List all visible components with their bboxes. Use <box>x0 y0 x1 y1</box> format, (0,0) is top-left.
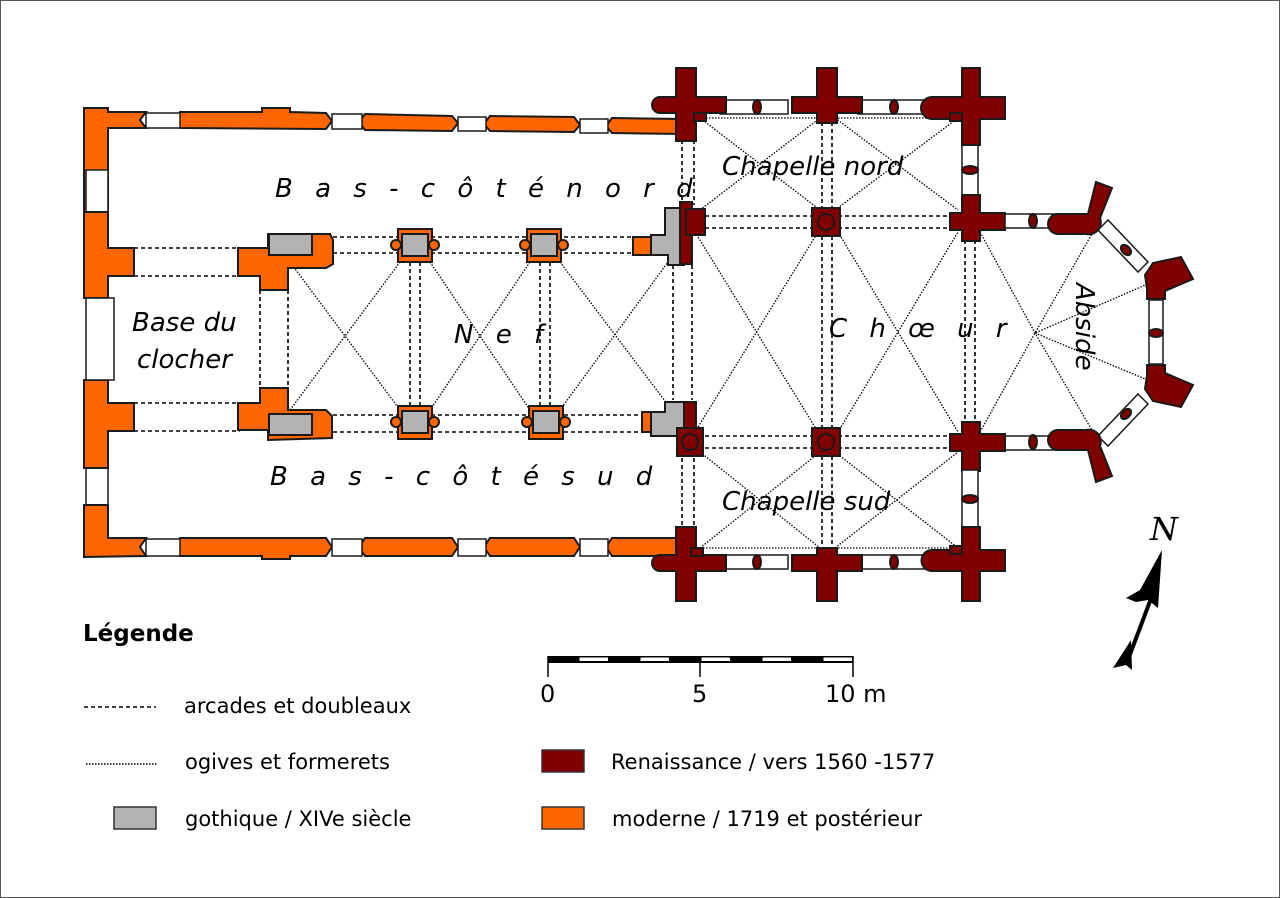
scale-bar: 0 5 10 m <box>540 656 887 708</box>
legend-label: gothique / XIVe siècle <box>185 807 411 831</box>
legend-item-gothic: gothique / XIVe siècle <box>113 806 411 831</box>
scale-label-5: 5 <box>692 680 707 708</box>
label-north-aisle: B a s - c ô t é n o r d <box>275 174 700 204</box>
north-label: N <box>1149 510 1179 548</box>
label-south-aisle: B a s - c ô t é s u d <box>270 462 659 492</box>
legend-item-ogives: ogives et formerets <box>86 750 390 774</box>
scale-segment <box>762 657 791 661</box>
legend-label: Renaissance / vers 1560 -1577 <box>611 750 935 774</box>
gothic-elements <box>268 207 685 437</box>
scale-segment <box>579 657 608 661</box>
label-south-chapel: Chapelle sud <box>722 487 891 517</box>
scale-label-0: 0 <box>540 680 555 708</box>
legend-item-modern: moderne / 1719 et postérieur <box>541 806 922 831</box>
label-nave: N e f <box>454 320 550 350</box>
legend-title: Légende <box>83 621 194 647</box>
renaissance-swatch <box>541 749 585 773</box>
label-apse: Abside <box>1069 281 1099 371</box>
legend-label: arcades et doubleaux <box>184 694 411 718</box>
legend-item-arcades: arcades et doubleaux <box>84 694 411 718</box>
scale-segment <box>701 657 730 661</box>
label-tower-base-1: Base du <box>132 308 237 338</box>
arcade-lines <box>134 122 976 548</box>
legend-label: moderne / 1719 et postérieur <box>612 807 922 831</box>
modern-swatch <box>541 806 585 830</box>
legend: Légende arcades et doubleaux ogives et f… <box>83 621 935 831</box>
label-choir: C h œ u r <box>829 314 1014 344</box>
legend-item-renaissance: Renaissance / vers 1560 -1577 <box>541 749 935 774</box>
scale-segment <box>823 657 852 661</box>
north-arrow-icon: N <box>1113 510 1179 670</box>
renaissance-elements <box>651 67 1195 602</box>
label-tower-base-2: clocher <box>137 345 234 375</box>
legend-label: ogives et formerets <box>185 750 390 774</box>
scale-segment <box>640 657 669 661</box>
label-north-chapel: Chapelle nord <box>722 152 904 182</box>
gothic-swatch <box>113 806 157 830</box>
scale-label-10: 10 m <box>825 680 887 708</box>
